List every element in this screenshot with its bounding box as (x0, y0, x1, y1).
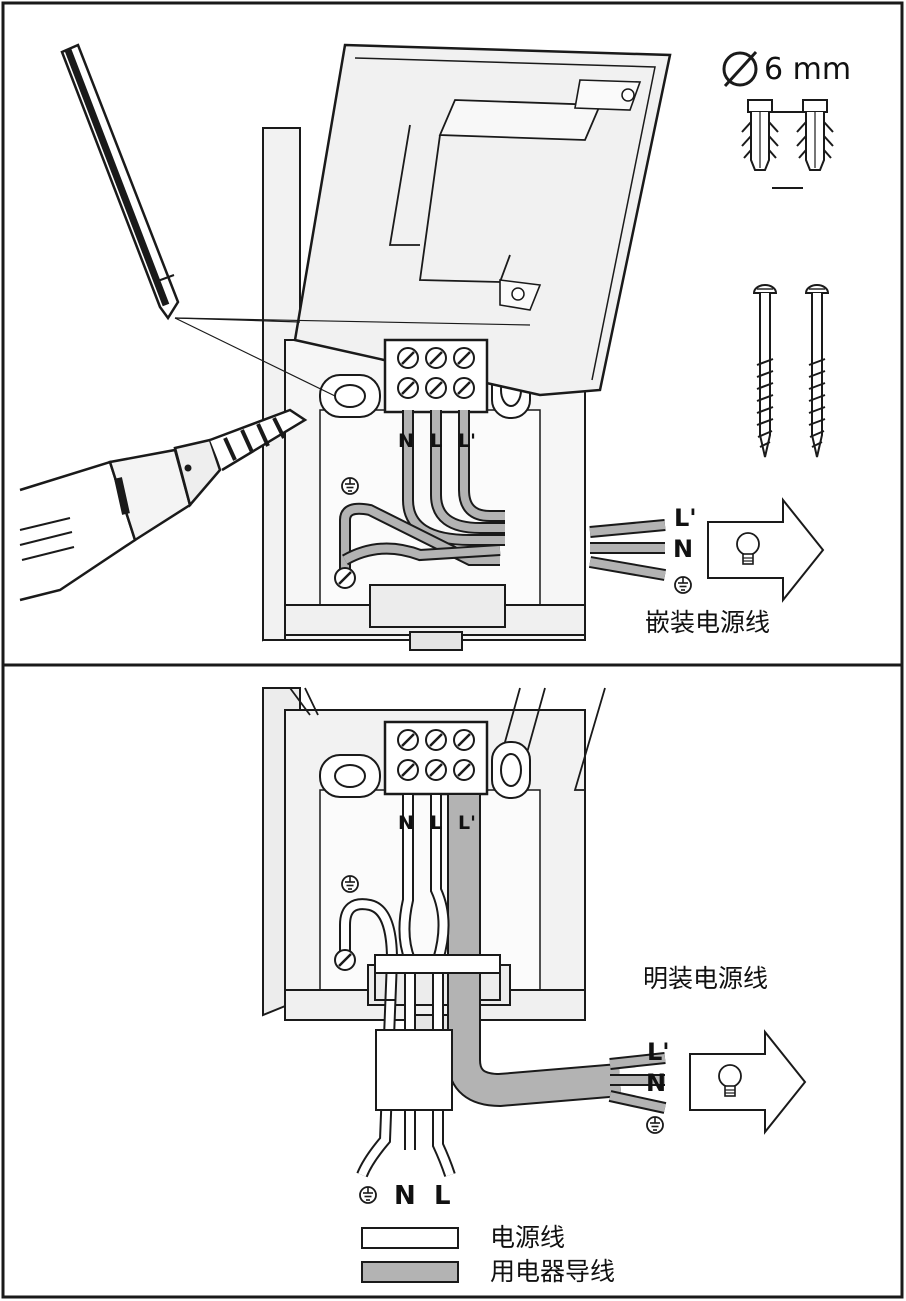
terminal-screw-icon (396, 728, 420, 752)
earth-symbol-icon (341, 875, 359, 893)
terminal-screw-icon (452, 728, 476, 752)
drill-icon (19, 408, 308, 602)
terminal-screw-icon (424, 728, 448, 752)
terminal-screw-icon (424, 758, 448, 782)
top-output-label-lprime: L' (674, 504, 697, 532)
terminal-screw-icon (396, 346, 420, 370)
bottom-output-label-lprime: L' (647, 1038, 670, 1066)
lamp-icon (707, 499, 824, 601)
bottom-terminal-block (383, 720, 489, 796)
legend-swatch-appliance (361, 1261, 459, 1283)
bottom-terminal-label-l: L (430, 812, 443, 834)
diameter-icon (722, 50, 758, 88)
terminal-screw-icon (424, 346, 448, 370)
bottom-output-label-n: N (646, 1069, 667, 1097)
bottom-terminal-label-n: N (398, 812, 414, 834)
top-wires (339, 410, 667, 581)
earth-symbol-icon (646, 1116, 664, 1134)
diameter-label: 6 mm (764, 52, 852, 87)
wall-plug-icon (741, 99, 779, 171)
terminal-screw-icon (452, 376, 476, 400)
terminal-screw-icon (333, 566, 357, 590)
terminal-screw-icon (396, 758, 420, 782)
screw-icon (753, 284, 777, 458)
screw-icon (805, 284, 829, 458)
top-terminal-label-n: N (398, 430, 414, 452)
supply-label-n: N (394, 1181, 416, 1211)
bottom-caption: 明装电源线 (643, 964, 769, 993)
earth-symbol-icon (674, 576, 692, 594)
bottom-wires (339, 795, 667, 1178)
earth-symbol-icon (341, 477, 359, 495)
legend-label-appliance: 用电器导线 (490, 1257, 616, 1286)
terminal-screw-icon (333, 948, 357, 972)
cable-clamp (374, 954, 501, 1001)
pencil-icon (60, 43, 531, 397)
supply-label-l: L (434, 1181, 451, 1211)
lamp-icon (689, 1031, 806, 1133)
top-terminal-block (383, 338, 489, 414)
terminal-screw-icon (396, 376, 420, 400)
terminal-screw-icon (424, 376, 448, 400)
terminal-screw-icon (452, 758, 476, 782)
earth-symbol-icon (359, 1186, 377, 1204)
wall-plug-icon (796, 99, 834, 171)
bottom-panel-frame (1, 663, 904, 1299)
top-terminal-label-lprime: L' (458, 430, 476, 452)
top-caption: 嵌装电源线 (645, 608, 771, 637)
legend-swatch-supply (361, 1227, 459, 1249)
terminal-screw-icon (452, 346, 476, 370)
bottom-terminal-label-lprime: L' (458, 812, 476, 834)
top-terminal-label-l: L (430, 430, 443, 452)
legend-label-supply: 电源线 (490, 1223, 566, 1252)
top-output-label-n: N (673, 535, 694, 563)
